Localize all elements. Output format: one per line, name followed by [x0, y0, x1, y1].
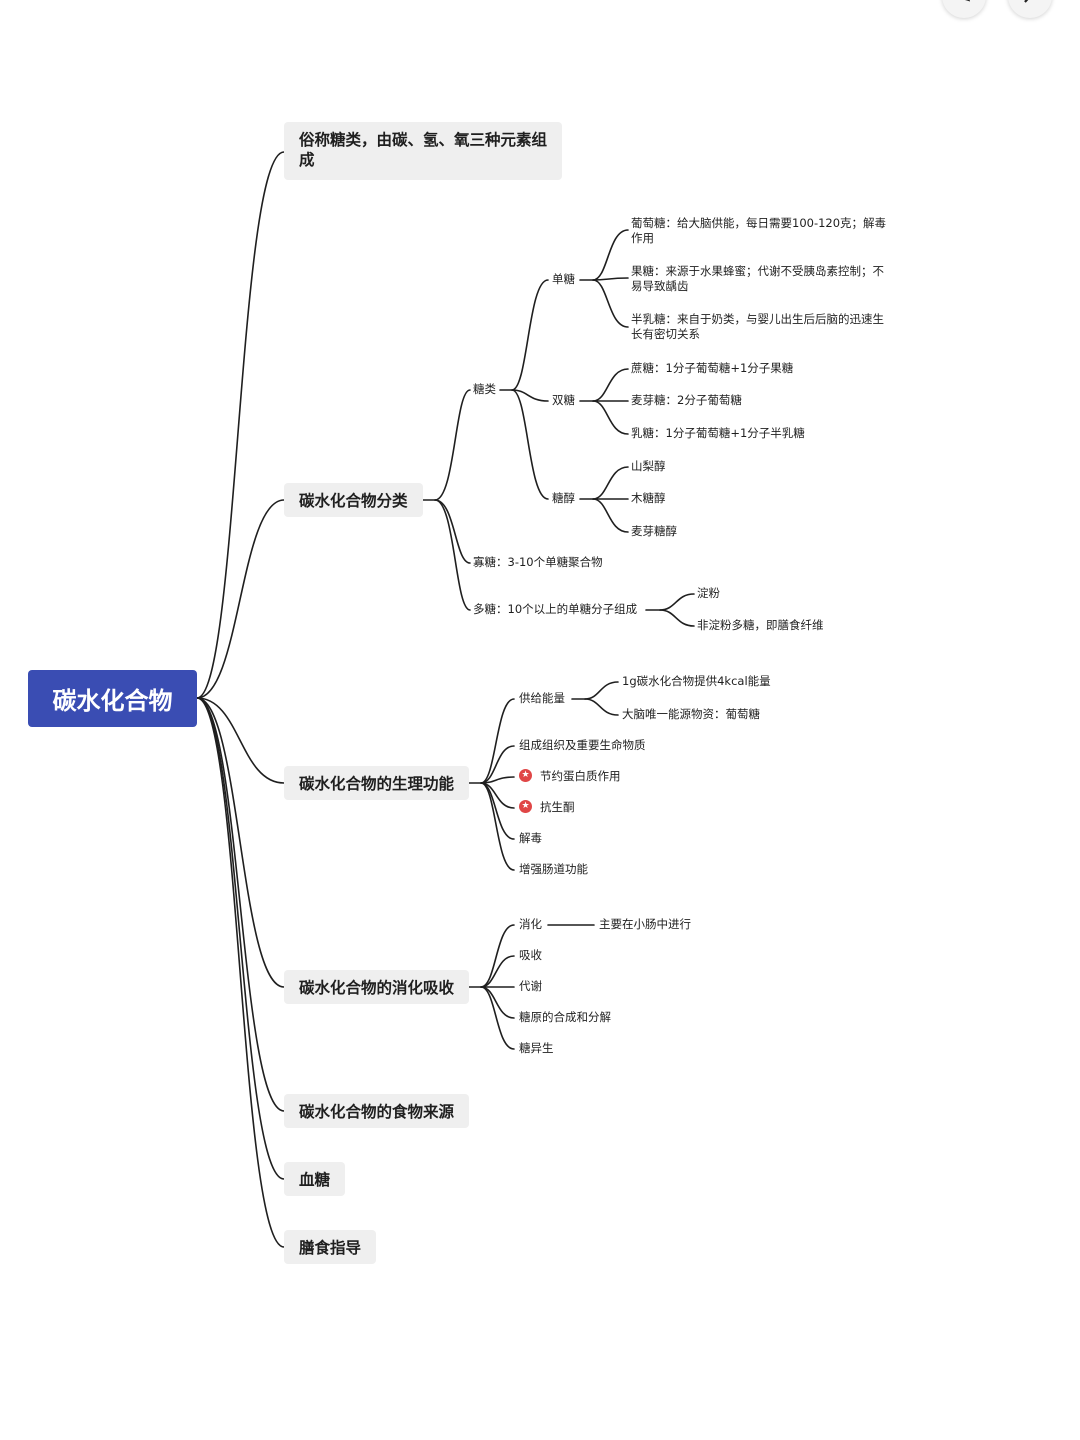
leaf-gluconeogenesis[interactable]: 糖异生: [519, 1041, 554, 1055]
leaf-energy-brain[interactable]: 大脑唯一能源物资：葡萄糖: [622, 707, 760, 721]
leaf-maltose[interactable]: 麦芽糖：2分子葡萄糖: [631, 393, 742, 407]
leaf-digest-note[interactable]: 主要在小肠中进行: [599, 917, 691, 931]
star-icon: ★: [519, 800, 532, 813]
branch-blood-sugar[interactable]: 血糖: [284, 1162, 345, 1196]
node-mono[interactable]: 单糖: [552, 272, 575, 286]
leaf-xylitol[interactable]: 木糖醇: [631, 491, 666, 505]
leaf-protein-sparing[interactable]: 节约蛋白质作用: [540, 769, 621, 783]
link-root-composition: [196, 151, 285, 699]
branch-classification[interactable]: 碳水化合物分类: [284, 483, 423, 517]
link-root-classification: [196, 499, 285, 699]
leaf-absorb[interactable]: 吸收: [519, 948, 542, 962]
pen-icon[interactable]: ✎: [942, 0, 986, 18]
leaf-maltitol[interactable]: 麦芽糖醇: [631, 524, 677, 538]
node-sugars[interactable]: 糖类: [473, 382, 496, 396]
branch-function[interactable]: 碳水化合物的生理功能: [284, 766, 469, 800]
leaf-sorbitol[interactable]: 山梨醇: [631, 459, 666, 473]
leaf-starch[interactable]: 淀粉: [697, 586, 720, 600]
star-icon: ★: [519, 769, 532, 782]
leaf-detox[interactable]: 解毒: [519, 831, 542, 845]
leaf-lactose[interactable]: 乳糖：1分子葡萄糖+1分子半乳糖: [631, 426, 805, 440]
link-root-digestion: [196, 697, 285, 988]
link-root-diet: [196, 697, 285, 1248]
leaf-glycogen[interactable]: 糖原的合成和分解: [519, 1010, 611, 1024]
leaf-fiber[interactable]: 非淀粉多糖，即膳食纤维: [697, 618, 824, 632]
root-node[interactable]: 碳水化合物: [28, 670, 197, 727]
node-alcohol[interactable]: 糖醇: [552, 491, 575, 505]
leaf-antiketogenic[interactable]: 抗生酮: [540, 800, 575, 814]
branch-composition[interactable]: 俗称糖类，由碳、氢、氧三种元素组成: [284, 122, 562, 180]
node-energy[interactable]: 供给能量: [519, 691, 565, 705]
link-root-function: [196, 697, 285, 784]
leaf-glucose[interactable]: 葡萄糖：给大脑供能，每日需要100-120克；解毒作用: [631, 216, 887, 245]
branch-sources[interactable]: 碳水化合物的食物来源: [284, 1094, 469, 1128]
node-poly[interactable]: 多糖：10个以上的单糖分子组成: [473, 602, 638, 616]
leaf-sucrose[interactable]: 蔗糖：1分子葡萄糖+1分子果糖: [631, 361, 794, 375]
node-digest[interactable]: 消化: [519, 917, 542, 931]
cursor-icon[interactable]: ➚: [1008, 0, 1052, 18]
link-root-bloodsugar: [196, 697, 285, 1180]
leaf-energy-kcal[interactable]: 1g碳水化合物提供4kcal能量: [622, 674, 771, 688]
leaf-fructose[interactable]: 果糖：来源于水果蜂蜜；代谢不受胰岛素控制；不易导致龋齿: [631, 264, 884, 293]
leaf-intestine[interactable]: 增强肠道功能: [519, 862, 588, 876]
leaf-galactose[interactable]: 半乳糖：来自于奶类，与婴儿出生后后脑的迅速生长有密切关系: [631, 312, 884, 341]
leaf-metabolism[interactable]: 代谢: [519, 979, 542, 993]
leaf-tissue[interactable]: 组成组织及重要生命物质: [519, 738, 646, 752]
branch-diet[interactable]: 膳食指导: [284, 1230, 376, 1264]
branch-digestion[interactable]: 碳水化合物的消化吸收: [284, 970, 469, 1004]
link-root-sources: [196, 697, 285, 1112]
node-di[interactable]: 双糖: [552, 393, 575, 407]
node-oligo[interactable]: 寡糖：3-10个单糖聚合物: [473, 555, 603, 569]
